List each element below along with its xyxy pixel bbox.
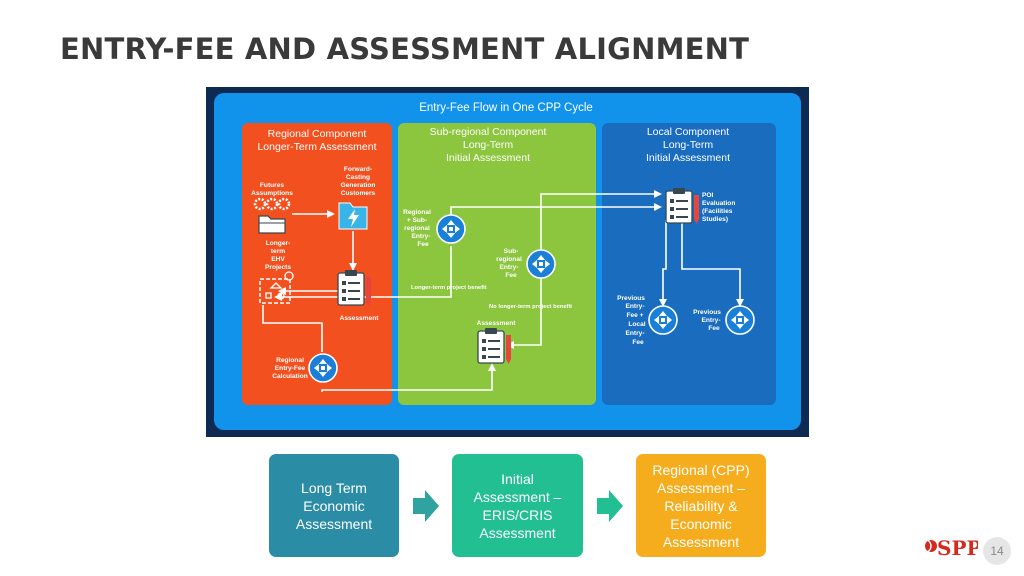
ehv-label-2: term xyxy=(271,248,285,255)
forecast-label-3: Generation xyxy=(341,182,376,189)
prev-fee-label-2: Entry- xyxy=(701,317,720,324)
spp-logo: SPP xyxy=(925,536,978,560)
subregional-heading-3: Initial Assessment xyxy=(446,152,530,164)
subregional-heading-2: Long-Term xyxy=(463,139,513,151)
poi-label-1: POI xyxy=(702,192,714,199)
previous-fee-router-icon xyxy=(725,305,755,335)
regional-cpp-assessment-box: Regional (CPP) Assessment – Reliability … xyxy=(636,454,766,557)
prev-fee-label-1: Previous xyxy=(693,309,721,316)
stage-2-label: Initial Assessment – ERIS/CRIS Assessmen… xyxy=(473,470,562,541)
longer-term-benefit-label: Longer-term project benefit xyxy=(411,285,487,291)
rsf-label-3: regional xyxy=(404,225,430,232)
prev-fee-label-3: Fee xyxy=(708,325,720,332)
no-longer-term-benefit-label: No longer-term project benefit xyxy=(489,304,572,310)
local-heading-2: Long-Term xyxy=(663,139,713,151)
initial-assessment-box: Initial Assessment – ERIS/CRIS Assessmen… xyxy=(452,454,583,557)
stage-1-label: Long Term Economic Assessment xyxy=(295,479,373,532)
stage-3-label: Regional (CPP) Assessment – Reliability … xyxy=(652,461,750,550)
long-term-economic-assessment-box: Long Term Economic Assessment xyxy=(269,454,399,557)
previous-local-router-icon xyxy=(648,305,678,335)
rsf-label-2: + Sub- xyxy=(407,217,427,224)
calc-label-1: Regional xyxy=(276,357,304,364)
folder-icon xyxy=(258,215,286,234)
rsf-label-5: Fee xyxy=(417,241,429,248)
regional-assessment-label: Assessment xyxy=(340,315,380,322)
local-column xyxy=(602,123,776,405)
prev-local-label-1: Previous xyxy=(617,295,645,302)
local-heading-1: Local Component xyxy=(647,126,729,138)
regional-heading-1: Regional Component xyxy=(268,128,367,140)
calc-label-2: Entry-Fee xyxy=(275,365,306,372)
prev-local-label-5: Entry- xyxy=(625,330,644,337)
network-icon xyxy=(259,271,294,304)
regional-calc-router-icon xyxy=(308,353,338,383)
subregional-heading-1: Sub-regional Component xyxy=(430,126,547,138)
entry-fee-flow-diagram: Entry-Fee Flow in One CPP Cycle Regional… xyxy=(206,87,809,437)
regional-subregional-router-icon xyxy=(436,214,466,244)
ehv-label-4: Projects xyxy=(265,264,291,271)
sf-label-2: regional xyxy=(496,256,522,263)
sf-label-1: Sub- xyxy=(504,248,519,255)
ehv-label-1: Longer- xyxy=(266,240,291,247)
regional-heading-2: Longer-Term Assessment xyxy=(257,141,376,153)
sf-label-4: Fee xyxy=(505,272,517,279)
sf-label-3: Entry- xyxy=(499,264,518,271)
poi-label-2: Evaluation xyxy=(702,200,735,207)
subregional-assessment-label: Assessment xyxy=(477,320,517,327)
forecast-label-1: Forward- xyxy=(344,166,372,173)
lightning-folder-icon xyxy=(338,202,368,230)
local-heading-3: Initial Assessment xyxy=(646,152,730,164)
forecast-label-2: Casting xyxy=(346,174,370,181)
prev-local-label-3: Fee + xyxy=(626,312,643,319)
page-number: 14 xyxy=(983,537,1011,565)
poi-label-4: Studies) xyxy=(702,216,728,223)
slide-title: ENTRY-FEE AND ASSESSMENT ALIGNMENT xyxy=(60,32,750,66)
calc-label-3: Calculation xyxy=(272,373,308,380)
spp-logo-text: SPP xyxy=(937,536,978,560)
rsf-label-1: Regional xyxy=(403,209,431,216)
gears-icon xyxy=(253,197,291,211)
futures-label-1: Futures xyxy=(260,182,285,189)
regional-column xyxy=(242,123,392,405)
arrow-right-icon xyxy=(413,490,439,522)
futures-label-2: Assumptions xyxy=(251,190,293,197)
rsf-label-4: Entry- xyxy=(411,233,430,240)
ehv-label-3: EHV xyxy=(271,256,285,263)
forecast-label-4: Customers xyxy=(341,190,376,197)
prev-local-label-6: Fee xyxy=(632,339,644,346)
arrow-right-icon xyxy=(597,490,623,522)
poi-label-3: (Facilities xyxy=(702,208,733,215)
diagram-title: Entry-Fee Flow in One CPP Cycle xyxy=(419,102,593,114)
prev-local-label-4: Local xyxy=(628,321,645,328)
prev-local-label-2: Entry- xyxy=(625,303,644,310)
subregional-router-icon xyxy=(526,249,556,279)
